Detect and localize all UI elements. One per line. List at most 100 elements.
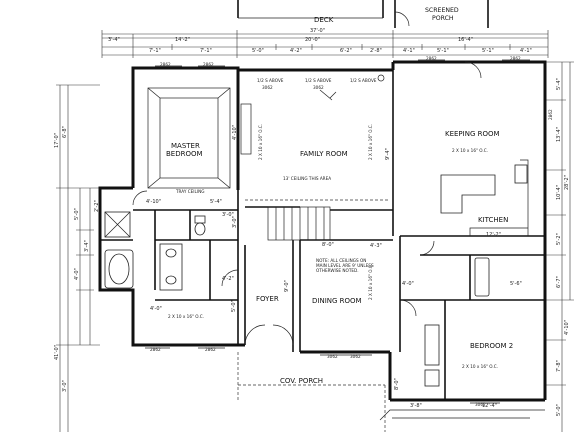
- dim-left-2: 6'-8": [62, 126, 68, 138]
- dim-right-4: 28'-2": [564, 175, 570, 190]
- kitchen-label: KITCHEN: [478, 216, 508, 224]
- dim-left-5: 41'-0": [54, 345, 60, 360]
- window-tag-9: 2862: [150, 347, 161, 352]
- window-tags: 2862 2862 3062 3062 2862 2862 3062 3062 …: [150, 56, 553, 407]
- dim-inner-11: 4'-2": [222, 276, 234, 282]
- window-tag-11: 3062: [475, 402, 486, 407]
- keeping-room-label: KEEPING ROOM: [445, 130, 500, 138]
- dim-right-1: 5'-4": [556, 78, 562, 90]
- above-note-2: 1/2 S ABOVE: [305, 78, 332, 83]
- dim-right-7: 4'-10": [564, 320, 570, 335]
- window-tag-2: 2862: [203, 62, 214, 67]
- master-bedroom-label-1: MASTER: [171, 142, 200, 150]
- dim-inner-16: 8'-0": [394, 378, 400, 390]
- dim-row2-5: 6'-2": [340, 48, 352, 54]
- exterior-walls: [98, 60, 547, 402]
- joist-family: 2 X 10 x 16" O.C.: [368, 124, 373, 160]
- dim-top-b: 20'-0": [305, 37, 320, 43]
- joist-bed2: 2 X 10 x 16" O.C.: [462, 364, 498, 369]
- joist-bath: 2 X 10 x 16" O.C.: [258, 124, 263, 160]
- dim-row2-3: 5'-0": [252, 48, 264, 54]
- joist-dining: 2 X 10 x 16" O.C.: [368, 264, 373, 300]
- dim-right-8: 7'-8": [556, 360, 562, 372]
- interior-walls: [100, 70, 545, 400]
- dim-inner-14: 12'-4": [482, 403, 497, 409]
- dining-note-2: MAIN LEVEL ARE 9' UNLESS: [316, 263, 374, 268]
- above-note-3: 1/2 S ABOVE: [350, 78, 377, 83]
- dim-top-a: 14'-2": [175, 37, 190, 43]
- master-bedroom-label-2: BEDROOM: [166, 150, 203, 158]
- dim-right-3: 10'-4": [556, 185, 562, 200]
- joist-keeping: 2 X 10 x 16" O.C.: [452, 148, 488, 153]
- right-dimension-strings: 5'-4" 13'-4" 10'-4" 28'-2" 5'-2" 6'-7" 4…: [545, 61, 574, 432]
- front-doors: [237, 324, 545, 432]
- room-labels: MASTER BEDROOM FAMILY ROOM 13' CEILING T…: [166, 130, 513, 385]
- window-tag-4: 3062: [313, 85, 324, 90]
- dim-row2-1: 7'-1": [149, 48, 161, 54]
- interior-dimensions: 4'-10" 5'-4" 3'-0" 12'-2" 9'-0" 4'-3" 8'…: [94, 125, 522, 409]
- dim-right-6: 6'-7": [556, 276, 562, 288]
- dining-note-3: OTHERWISE NOTED.: [316, 268, 359, 273]
- window-tag-7: 3062: [327, 354, 338, 359]
- family-ceiling-note: 13' CEILING THIS AREA: [283, 176, 331, 181]
- tray-ceiling-label: TRAY CEILING: [175, 189, 204, 194]
- window-marks: [145, 59, 530, 404]
- dim-right-2: 13'-4": [556, 127, 562, 142]
- dim-row2-7: 4'-1": [403, 48, 415, 54]
- dim-top-right: 16'-4": [458, 37, 473, 43]
- dim-inner-5: 9'-0": [284, 280, 290, 292]
- dim-inner-7: 8'-0": [322, 242, 334, 248]
- dim-inner-17: 4'-0": [150, 306, 162, 312]
- master-bath-fixtures: [104, 190, 239, 291]
- dim-row2-2: 7'-1": [200, 48, 212, 54]
- window-tag-6: 2862: [510, 56, 521, 61]
- joist-notes: 2 X 10 x 16" O.C. 2 X 10 x 16" O.C. 2 X …: [168, 78, 498, 369]
- dim-inner-1: 4'-10": [146, 199, 161, 205]
- dim-inner-15: 3'-8": [410, 403, 422, 409]
- kitchen-counters: [440, 61, 529, 236]
- dim-inner-4: 12'-2": [486, 232, 501, 238]
- dim-row2-10: 4'-1": [520, 48, 532, 54]
- dim-top-left: 3'-4": [108, 37, 120, 43]
- dim-inner-10: 5'-6": [510, 281, 522, 287]
- screened-porch-label-2: PORCH: [432, 15, 454, 22]
- foyer-label: FOYER: [256, 295, 279, 303]
- deck-label: DECK: [314, 16, 334, 24]
- dim-row2-6: 2'-8": [370, 48, 382, 54]
- dim-row2-8: 5'-1": [437, 48, 449, 54]
- window-tag-1: 2862: [160, 62, 171, 67]
- dim-inner-3: 3'-0": [222, 212, 234, 218]
- top-dimension-strings: 37'-0" 3'-4" 14'-2" 20'-0" 16'-4" 7'-1" …: [101, 28, 549, 58]
- family-room-label: FAMILY ROOM: [300, 150, 348, 158]
- dim-left-1: 17'-0": [54, 133, 60, 148]
- dim-row2-9: 5'-1": [482, 48, 494, 54]
- dim-inner-2: 5'-4": [210, 199, 222, 205]
- window-tag-10: 2862: [205, 347, 216, 352]
- dim-inner-9: 4'-0": [402, 281, 414, 287]
- family-room-details: [240, 74, 390, 201]
- tray-ceiling: TRAY CEILING: [147, 87, 231, 194]
- dim-inner-18: 5'-0": [231, 300, 237, 312]
- left-dimension-strings: 17'-0" 6'-8" 5'-0" 3'-4" 41'-0" 4'-0" 3'…: [54, 84, 100, 432]
- dim-left-4: 3'-4": [84, 240, 90, 252]
- dim-inner-13: 4'-10": [232, 125, 238, 140]
- dim-left-3: 5'-0": [74, 208, 80, 220]
- dim-inner-19: 2'-2": [94, 200, 100, 212]
- window-tag-8: 3062: [350, 354, 361, 359]
- dim-inner-6: 4'-3": [370, 243, 382, 249]
- stair: [267, 206, 331, 241]
- dim-left-6: 4'-0": [74, 268, 80, 280]
- dim-inner-12: 3'-0": [232, 216, 238, 228]
- window-tag-3: 3062: [262, 85, 273, 90]
- bedroom2-bath-fixtures: [399, 240, 490, 387]
- dining-note-1: NOTE: ALL CEILINGS ON: [316, 258, 366, 263]
- dim-row2-4: 4'-2": [290, 48, 302, 54]
- dining-room-label: DINING ROOM: [312, 297, 362, 305]
- window-tag-12: 2862: [548, 109, 553, 120]
- dim-right-9: 5'-0": [556, 404, 562, 416]
- screened-porch-label-1: SCREENED: [425, 7, 459, 14]
- dim-right-5: 5'-2": [556, 233, 562, 245]
- bedroom-2-label: BEDROOM 2: [470, 342, 513, 350]
- joist-master: 2 X 10 x 16" O.C.: [168, 314, 204, 319]
